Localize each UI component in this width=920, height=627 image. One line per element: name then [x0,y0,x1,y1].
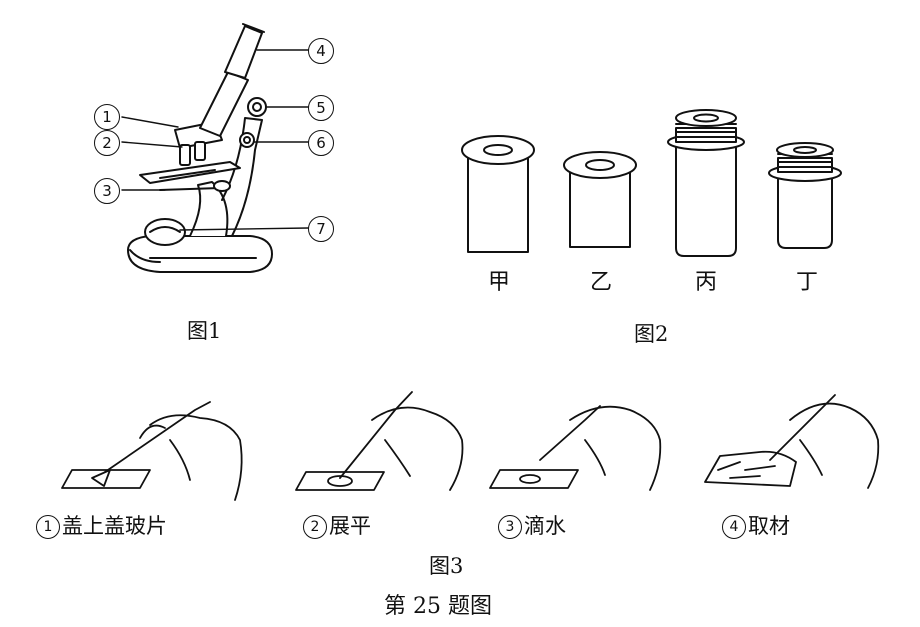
lens-jia-label: 甲 [488,271,510,295]
label-1: 1 [94,104,120,130]
lenses-illustration [462,110,841,256]
question-figure-title: 第 25 题图 [384,588,492,620]
step-label: 盖上盖玻片 [62,514,167,538]
lens-yi-label: 乙 [590,271,612,295]
step-label: 取材 [748,514,790,538]
step-label: 展平 [329,514,371,538]
fig2-caption: 图2 [634,318,668,348]
fig3-caption: 图3 [429,550,463,580]
label-4: 4 [308,38,334,64]
step-number: 4 [722,515,746,539]
step-label: 滴水 [524,514,566,538]
step-number: 2 [303,515,327,539]
step-number: 3 [498,515,522,539]
lens-ding-label: 丁 [796,271,818,295]
lens-bing-label: 丙 [695,271,717,295]
label-2: 2 [94,130,120,156]
label-3: 3 [94,178,120,204]
label-6: 6 [308,130,334,156]
microscope-illustration [122,24,308,272]
label-5: 5 [308,95,334,121]
label-7: 7 [308,216,334,242]
slide-steps-illustration [62,392,878,500]
step-number: 1 [36,515,60,539]
fig1-caption: 图1 [187,315,221,345]
